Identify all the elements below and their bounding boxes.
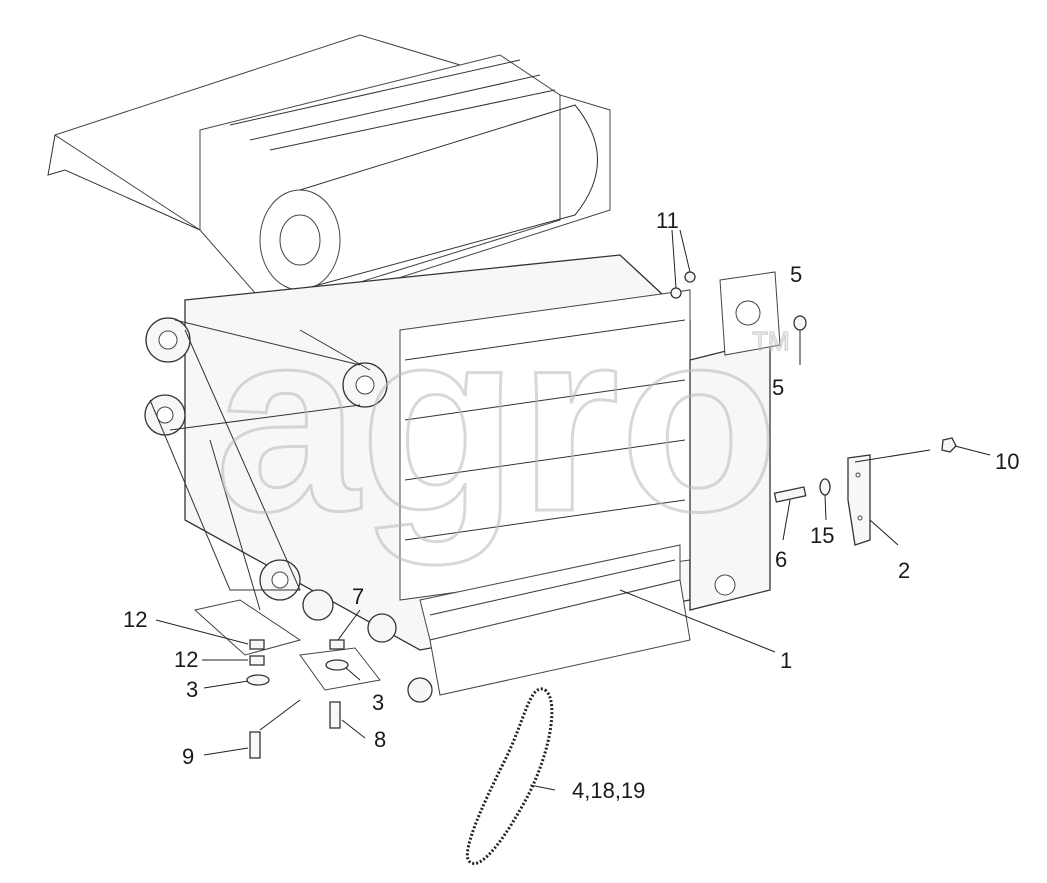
callout-3-right: 3 xyxy=(372,690,384,715)
spacer-part-5 xyxy=(793,315,807,331)
callout-10: 10 xyxy=(995,449,1019,474)
callout-2: 2 xyxy=(898,558,910,583)
callout-9: 9 xyxy=(182,744,194,769)
callout-7: 7 xyxy=(352,584,364,609)
callout-1: 1 xyxy=(780,648,792,673)
washer-part-3b xyxy=(325,659,349,671)
callout-12-top: 12 xyxy=(123,607,147,632)
nut-part-10 xyxy=(941,437,957,453)
nut-part-7 xyxy=(329,639,345,650)
bolt-part-9 xyxy=(249,731,261,759)
callout-15: 15 xyxy=(810,523,834,548)
watermark: agro TM xyxy=(214,275,791,569)
bracket-part-2 xyxy=(847,454,871,546)
leader-lines xyxy=(155,229,991,791)
nut-part-12b xyxy=(249,655,265,666)
callout-5-lower: 5 xyxy=(772,375,784,400)
callout-3-left: 3 xyxy=(186,677,198,702)
nut-part-12a xyxy=(249,639,265,650)
callout-11: 11 xyxy=(656,208,679,233)
drive-chain xyxy=(465,687,554,865)
callout-5-top: 5 xyxy=(790,262,802,287)
washer-part-15 xyxy=(819,478,831,496)
watermark-text: agro xyxy=(215,276,778,567)
callout-6: 6 xyxy=(775,547,787,572)
callout-8: 8 xyxy=(374,727,386,752)
loose-parts xyxy=(246,271,957,865)
watermark-tm: TM xyxy=(752,326,790,356)
callout-labels: 1 2 3 3 4,18,19 5 5 6 7 8 9 10 11 12 12 … xyxy=(123,208,1019,803)
callout-12-lower: 12 xyxy=(174,647,198,672)
bolt-part-6 xyxy=(773,486,807,503)
machine-body xyxy=(47,34,781,703)
bolt-part-8 xyxy=(329,701,341,729)
washer-part-3a xyxy=(246,674,270,686)
callout-4-18-19: 4,18,19 xyxy=(572,778,645,803)
